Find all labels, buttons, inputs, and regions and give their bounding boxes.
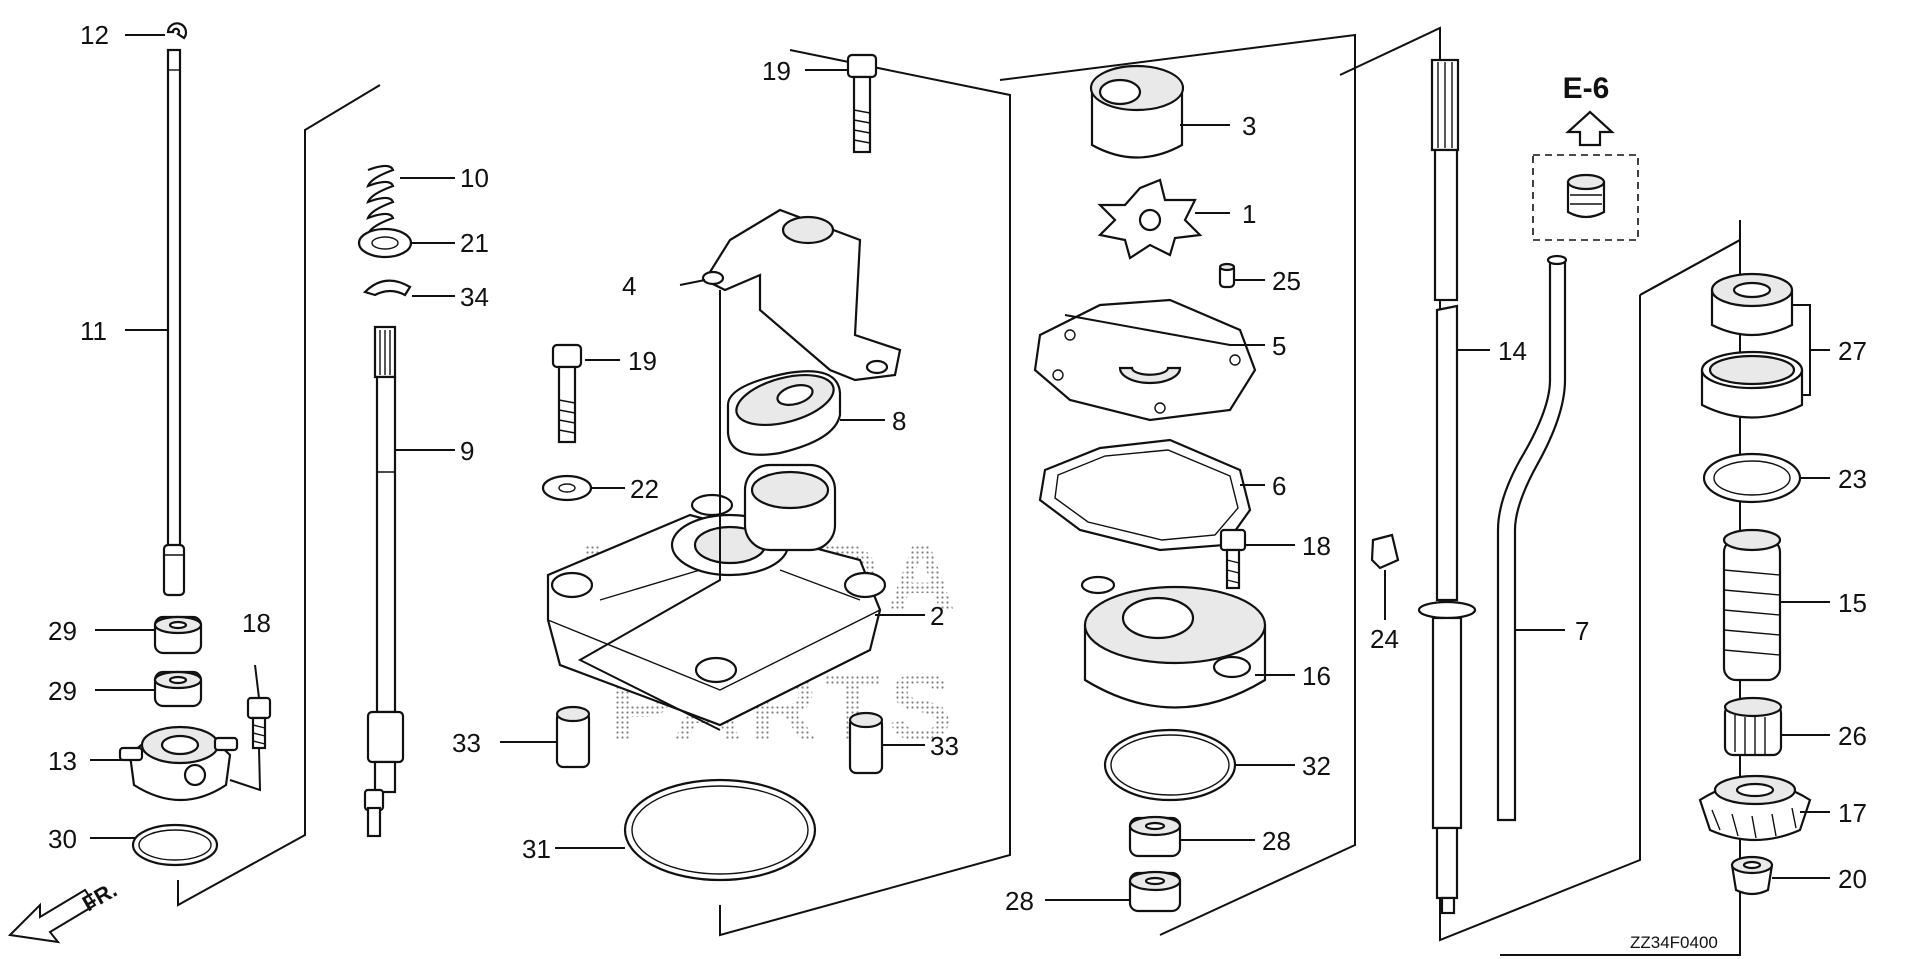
callout-26: 26 [1838, 721, 1867, 751]
callout-30: 30 [48, 824, 77, 854]
part-14-driveshaft [1417, 58, 1477, 915]
part-25-pin [1218, 262, 1236, 289]
part-28-bearing-lower [1128, 870, 1182, 913]
part-32-o-ring [1103, 728, 1237, 802]
callout-numbers: 12 11 29 29 18 13 30 10 21 34 9 19 4 8 1… [48, 20, 1867, 916]
reference-label-e6: E-6 [1563, 72, 1610, 105]
callout-24: 24 [1370, 624, 1399, 654]
part-7-water-tube [1496, 254, 1568, 822]
part-3-impeller-housing [1089, 64, 1185, 159]
reference-box-e6: E-6 [1532, 72, 1639, 241]
part-5-plate [1033, 298, 1257, 422]
callout-14: 14 [1498, 336, 1527, 366]
callout-31: 31 [522, 834, 551, 864]
callout-17: 17 [1838, 798, 1867, 828]
callout-21: 21 [460, 228, 489, 258]
part-29-bearing-upper [153, 615, 203, 655]
callout-8: 8 [892, 406, 906, 436]
part-24-key [1370, 533, 1400, 570]
part-20-nut [1730, 855, 1774, 896]
callout-27: 27 [1838, 336, 1867, 366]
callout-3: 3 [1242, 111, 1256, 141]
part-11-rod [162, 48, 186, 597]
part-28-bearing-upper [1128, 815, 1182, 858]
callout-1: 1 [1242, 199, 1256, 229]
part-26-needle-bearing [1723, 696, 1783, 757]
front-direction-arrow: FR. [7, 877, 121, 944]
callout-11: 11 [80, 316, 107, 346]
part-1-impeller [1097, 178, 1203, 260]
part-31-o-ring [623, 778, 817, 882]
part-18-bolt-right [1219, 528, 1247, 590]
callout-10: 10 [460, 163, 489, 193]
part-4-bracket [701, 208, 902, 382]
part-9-shift-shaft [363, 325, 405, 838]
callout-18-left: 18 [242, 608, 271, 638]
callout-5: 5 [1272, 331, 1286, 361]
part-16-pump-case [1080, 575, 1267, 709]
callout-6: 6 [1272, 471, 1286, 501]
part-34-e-clip [362, 279, 412, 297]
callout-29-lower: 29 [48, 676, 77, 706]
callout-7: 7 [1575, 616, 1589, 646]
callout-13: 13 [48, 746, 77, 776]
callout-12: 12 [80, 20, 109, 50]
part-30-o-ring [131, 823, 219, 867]
part-27-taper-bearing [1700, 272, 1804, 419]
part-33-dowel-right [848, 711, 884, 775]
callout-28-upper: 28 [1262, 826, 1291, 856]
part-12-clip [166, 22, 188, 40]
callout-28-lower: 28 [1005, 886, 1034, 916]
callout-33-left: 33 [452, 728, 481, 758]
callout-34: 34 [460, 282, 489, 312]
callout-33-right: 33 [930, 731, 959, 761]
part-22-washer [541, 474, 593, 502]
part-33-dowel-left [555, 705, 591, 769]
part-15-sleeve [1722, 528, 1782, 682]
callout-29-upper: 29 [48, 616, 77, 646]
callout-19-upper: 19 [762, 56, 791, 86]
part-8-seal [726, 370, 842, 456]
callout-20: 20 [1838, 864, 1867, 894]
diagram-code: ZZ34F0400 [1630, 933, 1718, 952]
callout-9: 9 [460, 436, 474, 466]
callout-15: 15 [1838, 588, 1867, 618]
part-18-bolt-left [246, 696, 272, 750]
callout-22: 22 [630, 474, 659, 504]
part-2-pump-housing [546, 463, 887, 727]
part-10-spring [366, 164, 395, 235]
callout-18-right: 18 [1302, 531, 1331, 561]
part-19-bolt-lower [551, 343, 583, 444]
callout-4: 4 [622, 271, 636, 301]
part-17-pinion-gear [1698, 774, 1812, 842]
part-29-bearing-lower [153, 670, 203, 708]
part-13-holder [118, 725, 239, 801]
callout-23: 23 [1838, 464, 1867, 494]
part-21-washer [357, 227, 413, 259]
callout-16: 16 [1302, 661, 1331, 691]
callout-25: 25 [1272, 266, 1301, 296]
part-19-bolt-upper [846, 53, 878, 154]
callout-2: 2 [930, 601, 944, 631]
part-6-gasket [1038, 438, 1252, 552]
leader-lines [90, 34, 1830, 901]
callout-19-lower: 19 [628, 346, 657, 376]
callout-32: 32 [1302, 751, 1331, 781]
